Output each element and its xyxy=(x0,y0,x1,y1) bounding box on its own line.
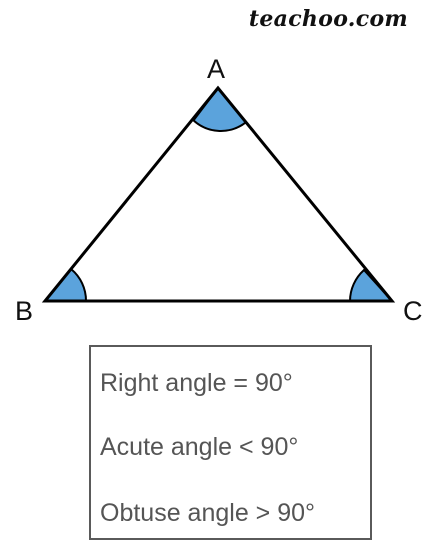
angle-types-box: Right angle = 90° Acute angle < 90° Obtu… xyxy=(89,345,372,540)
vertex-label-a: A xyxy=(207,54,225,84)
teachoo-logo: teachoo.com xyxy=(248,6,408,32)
acute-angle-text: Acute angle < 90° xyxy=(100,433,299,461)
triangle-abc xyxy=(41,85,396,303)
angle-marker-a xyxy=(192,86,248,132)
vertex-label-b: B xyxy=(15,296,33,326)
vertex-label-c: C xyxy=(403,296,423,326)
right-angle-text: Right angle = 90° xyxy=(100,369,293,397)
obtuse-angle-text: Obtuse angle > 90° xyxy=(100,499,316,527)
